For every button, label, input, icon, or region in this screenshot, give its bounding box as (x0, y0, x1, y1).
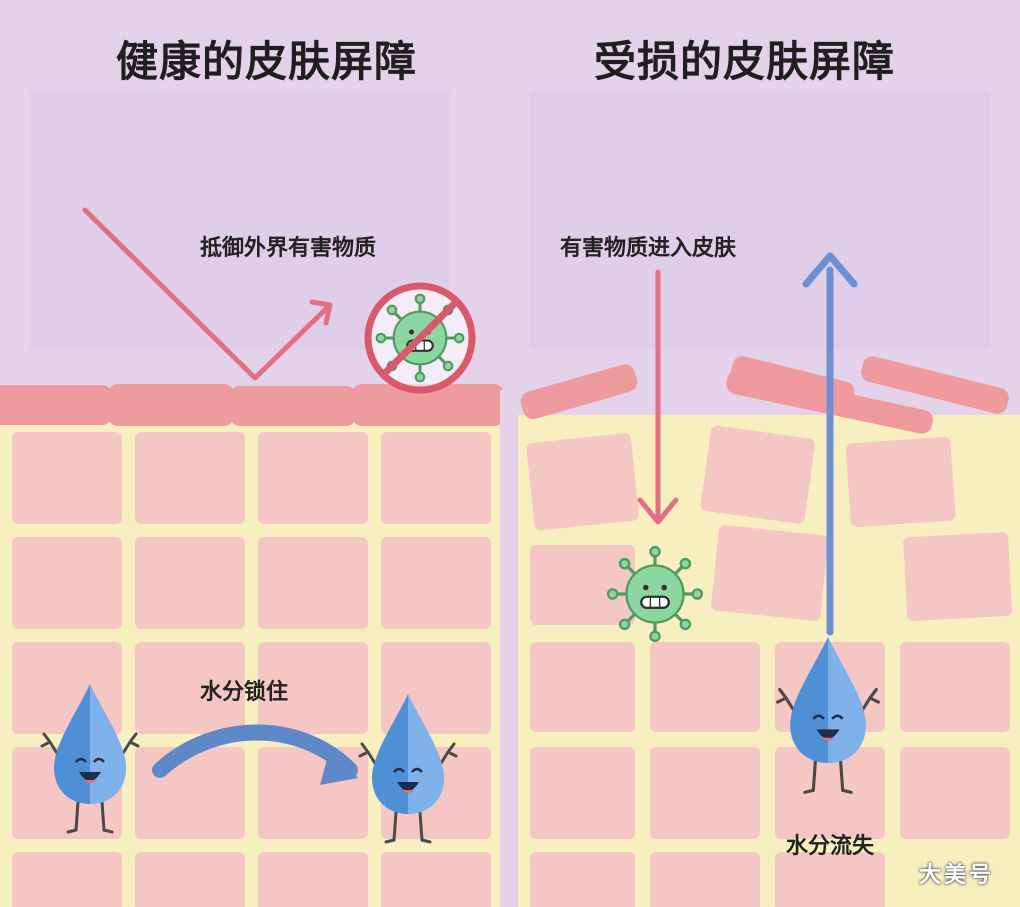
moisture-loss-arrow (802, 252, 858, 636)
panel-divider (500, 390, 518, 907)
intact-barrier-layer (0, 384, 504, 426)
harm-entry-arrow (637, 269, 679, 525)
right-panel-title: 受损的皮肤屏障 (594, 37, 896, 86)
right-panel-damaged (518, 252, 1020, 907)
virus-icon (606, 545, 704, 643)
deflect-arrow (82, 207, 333, 381)
prohibited-sign-icon (364, 282, 476, 394)
watermark: 大美号 (918, 862, 994, 888)
skin-cell-grid (518, 415, 1020, 907)
left-panel-healthy (0, 207, 504, 907)
left-panel-title: 健康的皮肤屏障 (116, 37, 418, 86)
harm-entry-label: 有害物质进入皮肤 (560, 236, 737, 261)
moisture-loss-label: 水分流失 (786, 834, 875, 859)
blocked-virus (364, 282, 476, 394)
defense-label: 抵御外界有害物质 (200, 236, 377, 261)
skin-cell-grid (0, 412, 500, 907)
moisture-locked-label: 水分锁住 (200, 680, 289, 705)
